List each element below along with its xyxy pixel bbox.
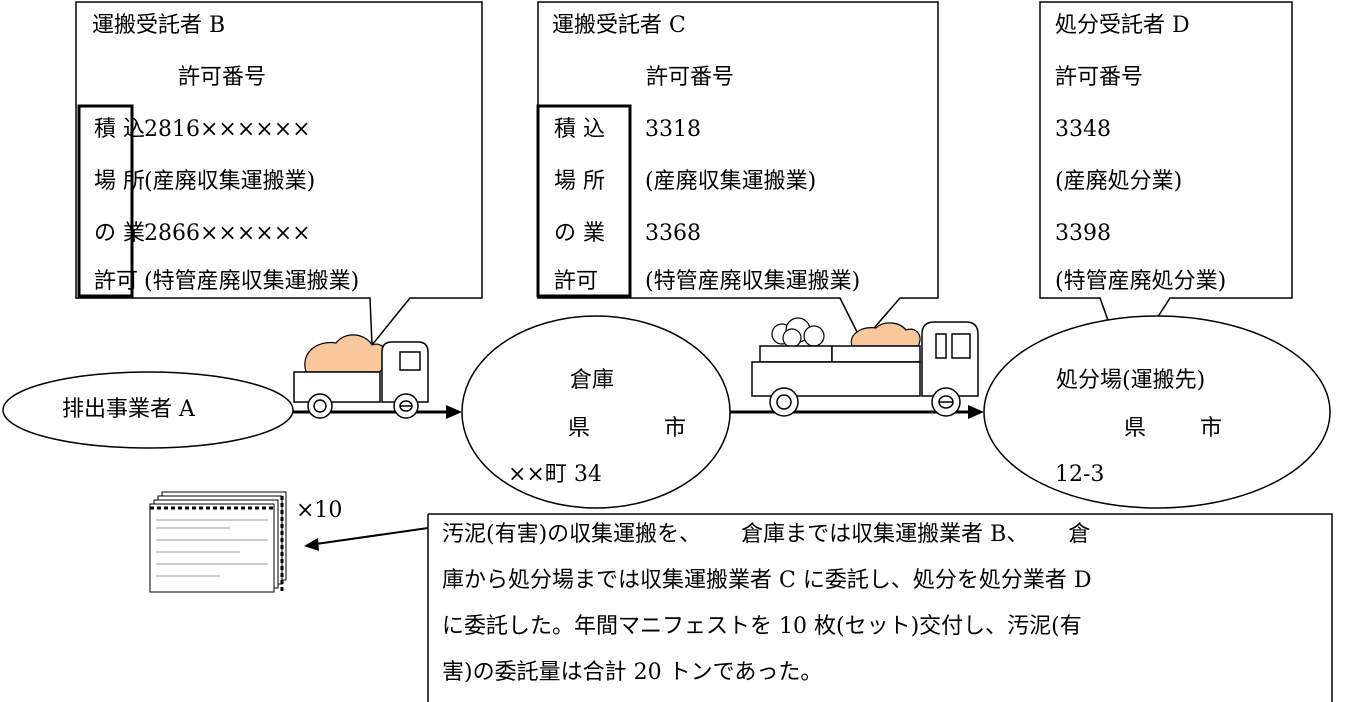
carrier-c-permit-line: 3368 [645,221,701,246]
carrier-c-side-label: 許可 [554,269,599,294]
disposer-d-permit-line: 3348 [1055,117,1111,142]
disposer-d-permit-line: (産廃処分業) [1055,169,1183,194]
warehouse-address: ××町 34 [508,462,602,487]
warehouse-pref-label: 県 [568,416,591,441]
carrier-c-side-label: の 業 [554,221,605,246]
callout-c-side-frame [536,104,632,298]
carrier-b-title: 運搬受託者 B [92,13,226,38]
disposal-site-pref-label: 県 [1124,416,1147,441]
description-line: に委託した。年間マニフェストを 10 枚(セット)交付し、汚泥(有 [442,614,1082,639]
generator-a-label: 排出事業者 A [62,397,195,422]
description-line: 害)の委託量は合計 20 トンであった。 [442,660,823,685]
carrier-b-permit-header: 許可番号 [178,65,267,90]
carrier-b-side-label: 許可 [94,269,139,294]
carrier-b-permit-line: 2816×××××× [144,117,311,142]
carrier-c-permit-line: (産廃収集運搬業) [645,169,817,194]
arrow-to-manifest [304,527,429,551]
description-line: 庫から処分場までは収集運搬業者 C に委託し、処分を処分業者 D [442,568,1092,593]
disposal-site-ellipse [983,315,1331,509]
callout-c-box [537,1,939,344]
carrier-c-permit-line: (特管産廃収集運搬業) [645,269,861,294]
disposer-d-permit-header: 許可番号 [1055,65,1144,90]
carrier-b-side-label: 場 所 [94,169,145,194]
carrier-c-side-label: 積 込 [554,117,605,142]
carrier-b-permit-line: (特管産廃収集運搬業) [144,269,360,294]
disposal-site-city-label: 市 [1200,416,1223,441]
arrow-warehouse-to-site [730,405,984,419]
manifest-stack-icon [149,491,287,593]
description-box [427,513,1333,702]
warehouse-name: 倉庫 [570,368,615,393]
carrier-b-side-label: の 業 [94,221,145,246]
truck-b-icon [293,334,429,419]
description-line: 汚泥(有害)の収集運搬を、 倉庫までは収集運搬業者 B、 倉 [442,522,1091,547]
carrier-c-permit-header: 許可番号 [646,65,735,90]
generator-a-ellipse [2,371,294,449]
carrier-b-permit-line: (産廃収集運搬業) [144,169,316,194]
disposer-d-permit-line: 3398 [1055,221,1111,246]
carrier-c-title: 運搬受託者 C [552,13,686,38]
carrier-b-permit-line: 2866×××××× [144,221,311,246]
carrier-b-side-label: 積 込 [94,117,145,142]
callout-b-box [75,1,483,348]
carrier-c-side-label: 場 所 [554,169,605,194]
warehouse-city-label: 市 [664,416,687,441]
disposal-site-name: 処分場(運搬先) [1056,368,1206,393]
callout-b-side-frame [77,104,134,298]
carrier-c-permit-line: 3318 [645,117,701,142]
disposal-site-address: 12-3 [1055,462,1105,487]
truck-c-icon [751,317,979,417]
disposer-d-permit-line: (特管産廃処分業) [1055,269,1227,294]
disposer-d-title: 処分受託者 D [1055,13,1190,38]
manifest-count-label: ×10 [296,498,343,523]
